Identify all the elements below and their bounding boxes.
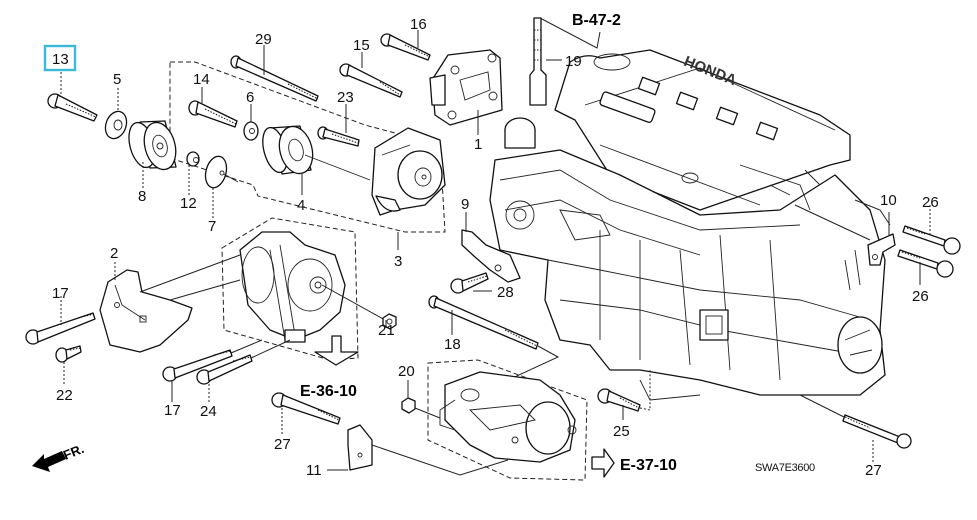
part-2-alternator-bracket[interactable] — [99, 254, 241, 353]
part-24-bolt[interactable] — [196, 339, 291, 385]
part-25-bolt[interactable] — [597, 370, 651, 412]
right-arrow-icon — [591, 448, 615, 478]
part-19-spark-plug[interactable] — [529, 17, 547, 106]
reference-b-47-2[interactable]: B-47-2 — [572, 12, 621, 29]
svg-text:E-37-10: E-37-10 — [620, 457, 677, 474]
alternator — [239, 231, 386, 343]
part-5-washer[interactable] — [102, 108, 130, 141]
part-27-bolt-right[interactable] — [799, 394, 912, 449]
callout-17-middle[interactable]: 17 — [164, 402, 181, 419]
front-label: FR. — [61, 441, 86, 463]
callout-13[interactable]: 13 — [52, 51, 69, 68]
starter-group-outline — [427, 359, 588, 481]
callout-12[interactable]: 12 — [180, 195, 197, 212]
starter-motor — [439, 371, 577, 463]
callout-21[interactable]: 21 — [378, 322, 395, 339]
part-10-bracket[interactable] — [794, 199, 896, 266]
part-4-idler-pulley[interactable] — [258, 123, 371, 181]
callout-20[interactable]: 20 — [398, 363, 415, 380]
part-22-bolt[interactable] — [55, 345, 82, 363]
part-28-bolt[interactable] — [450, 272, 489, 294]
callout-5[interactable]: 5 — [113, 71, 121, 88]
callout-24[interactable]: 24 — [200, 403, 217, 420]
callout-27-left[interactable]: 27 — [274, 436, 291, 453]
part-3-auto-tensioner[interactable] — [371, 127, 446, 216]
callout-23[interactable]: 23 — [337, 89, 354, 106]
part-14-bolt[interactable] — [188, 100, 238, 128]
part-20-nut[interactable] — [401, 397, 441, 419]
callout-28[interactable]: 28 — [497, 284, 514, 301]
part-1-bracket[interactable] — [429, 49, 503, 126]
callout-7[interactable]: 7 — [208, 218, 216, 235]
part-23-bolt[interactable] — [317, 126, 360, 147]
callout-29[interactable]: 29 — [255, 31, 272, 48]
down-arrow-icon — [314, 335, 359, 366]
front-direction-indicator: FR. — [32, 441, 86, 472]
part-29-bolt[interactable] — [230, 55, 319, 102]
callout-18[interactable]: 18 — [444, 336, 461, 353]
callout-4[interactable]: 4 — [297, 197, 305, 214]
callout-9[interactable]: 9 — [461, 196, 469, 213]
part-8-idler-pulley[interactable] — [124, 119, 180, 173]
callout-11[interactable]: 11 — [306, 462, 322, 479]
part-17-bolt-left[interactable] — [25, 312, 96, 345]
callout-16[interactable]: 16 — [410, 16, 427, 33]
part-26-bolt-upper[interactable] — [902, 225, 961, 255]
callout-6[interactable]: 6 — [246, 89, 254, 106]
part-16-bolt[interactable] — [380, 33, 431, 61]
part-9-bracket[interactable] — [461, 229, 521, 283]
callout-14[interactable]: 14 — [193, 71, 210, 88]
part-13-bolt[interactable] — [47, 93, 98, 122]
engine-cover-badges — [637, 76, 779, 141]
alternator-group-outline — [221, 217, 359, 361]
svg-text:E-36-10: E-36-10 — [300, 383, 357, 400]
part-12-nut[interactable] — [186, 151, 200, 167]
engine-assembly: HONDA — [489, 49, 886, 401]
callout-labels: 13 5 8 12 7 29 14 6 4 23 15 16 1 19 3 9 … — [43, 16, 939, 479]
callout-leaders — [60, 30, 931, 471]
callout-27-right[interactable]: 27 — [865, 462, 882, 479]
callout-26-upper[interactable]: 26 — [922, 194, 939, 211]
callout-8[interactable]: 8 — [138, 188, 146, 205]
part-18-bolt[interactable] — [428, 295, 560, 381]
callout-1[interactable]: 1 — [474, 136, 482, 153]
part-26-bolt-lower[interactable] — [897, 249, 954, 278]
callout-2[interactable]: 2 — [110, 245, 118, 262]
part-15-bolt[interactable] — [339, 63, 403, 98]
highlight-box-13 — [43, 44, 77, 72]
reference-e-37-10[interactable]: E-37-10 — [591, 448, 677, 478]
callout-19[interactable]: 19 — [565, 53, 582, 70]
part-27-bolt-left[interactable] — [271, 392, 341, 425]
front-arrow-icon — [32, 451, 66, 472]
callout-25[interactable]: 25 — [613, 423, 630, 440]
reference-e-36-10[interactable]: E-36-10 — [300, 335, 359, 400]
callout-17-left[interactable]: 17 — [52, 285, 69, 302]
part-11-bracket[interactable] — [347, 424, 509, 476]
callout-26-lower[interactable]: 26 — [912, 288, 929, 305]
callout-22[interactable]: 22 — [56, 387, 73, 404]
diagram-code: SWA7E3600 — [755, 462, 815, 474]
part-17-bolt-middle[interactable] — [162, 339, 263, 382]
svg-text:B-47-2: B-47-2 — [572, 12, 621, 29]
callout-3[interactable]: 3 — [394, 253, 402, 270]
part-7-pulley-cap[interactable] — [202, 154, 239, 190]
callout-15[interactable]: 15 — [353, 37, 370, 54]
part-6-washer[interactable] — [243, 121, 259, 141]
callout-10[interactable]: 10 — [880, 192, 897, 209]
